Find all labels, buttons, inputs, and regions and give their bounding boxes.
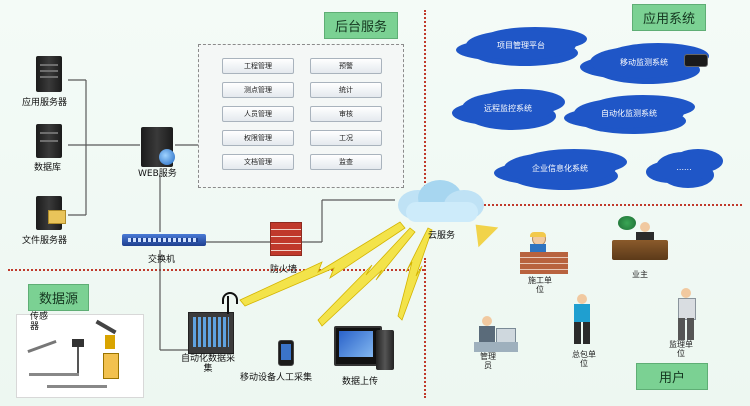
file-server-icon [36,196,66,230]
mobile-manual-label: 移动设备人工采集 [240,373,313,383]
module-right-1[interactable]: 统计 [310,82,382,98]
app-cloud-more[interactable]: ...... [656,152,712,182]
module-left-0[interactable]: 工程管理 [222,58,294,74]
switch-icon [122,234,206,246]
section-title-datasource: 数据源 [28,284,90,311]
construction-unit-label: 施工单位 [528,276,552,294]
owner-label: 业主 [632,270,648,279]
firewall-label: 防火墙 [270,265,298,275]
cloud-service-label: 云服务 [428,231,456,241]
web-server-icon [141,127,175,167]
data-upload-tower-icon [376,330,394,370]
module-right-2[interactable]: 审核 [310,106,382,122]
construction-unit-icon [520,232,568,274]
module-right-0[interactable]: 预警 [310,58,382,74]
app-cloud-enterprise-info[interactable]: 企业信息化系统 [504,152,616,184]
app-server-label: 应用服务器 [22,98,68,108]
module-left-2[interactable]: 人员管理 [222,106,294,122]
owner-icon [610,216,668,260]
database-label: 数据库 [34,163,62,173]
manager-label: 管理员 [480,352,496,370]
mobile-device-icon [278,340,294,366]
file-server-label: 文件服务器 [22,236,68,246]
module-left-1[interactable]: 测点管理 [222,82,294,98]
section-title-backend: 后台服务 [324,12,399,39]
phone-icon [684,54,708,67]
firewall-icon [270,222,302,256]
general-contractor-icon [570,294,594,346]
sensor-panel [16,314,144,398]
supervisor-icon [674,288,698,342]
web-server-label: WEB服务 [138,169,177,179]
general-contractor-label: 总包单位 [572,350,596,368]
module-left-4[interactable]: 文档管理 [222,154,294,170]
section-title-users: 用户 [636,363,709,390]
switch-label: 交换机 [148,255,176,265]
data-upload-monitor-icon [334,326,382,366]
divider-top-bottom [8,269,424,271]
app-cloud-auto-monitor[interactable]: 自动化监测系统 [574,98,684,128]
section-title-apps: 应用系统 [632,4,707,31]
manager-icon [474,316,520,356]
module-left-3[interactable]: 权限管理 [222,130,294,146]
supervisor-label: 监理单位 [669,340,693,358]
auto-collect-cabinet-icon [188,312,234,354]
app-server-icon [36,56,62,92]
app-cloud-remote-monitor[interactable]: 远程监控系统 [462,92,554,124]
sensor-label: 传感器 [30,312,49,332]
data-upload-label: 数据上传 [342,377,379,387]
module-right-3[interactable]: 工况 [310,130,382,146]
antenna-icon [222,292,238,314]
auto-collect-label: 自动化数据采集 [180,354,235,374]
app-cloud-mobile-monitor[interactable]: 移动监测系统 [590,46,698,78]
divider-apps-users [424,204,742,206]
divider-datasource-users [424,258,426,398]
module-right-4[interactable]: 监查 [310,154,382,170]
cloud-service-icon [392,180,488,224]
divider-backend-apps [424,10,426,210]
database-icon [36,124,62,158]
app-cloud-project-platform[interactable]: 项目管理平台 [466,30,576,60]
